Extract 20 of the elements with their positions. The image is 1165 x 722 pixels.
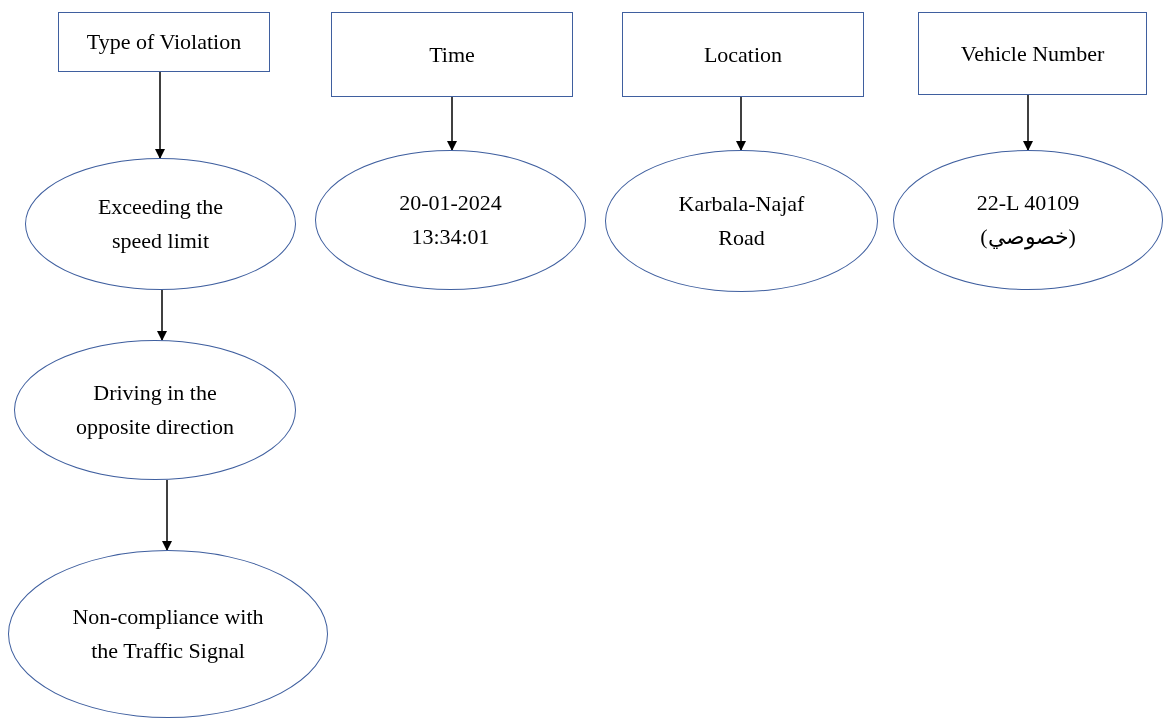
node-text: Location (703, 40, 783, 69)
arrow (155, 71, 165, 159)
node-text: Driving in the opposite direction (74, 379, 236, 441)
arrow (157, 289, 167, 341)
header-box (58, 12, 270, 72)
node-text: Time (429, 40, 475, 69)
node-text: Exceeding the speed limit (96, 193, 225, 255)
arrow (447, 96, 457, 151)
node-text: Type of Violation (86, 28, 242, 56)
arrow (1023, 94, 1033, 151)
node-text: Karbala-Najaf Road (677, 190, 806, 252)
node-text: 22-L 40109 (خصوصي) (975, 189, 1081, 252)
node-text: Non-compliance with the Traffic Signal (71, 603, 265, 665)
header-box (622, 12, 864, 97)
arrow (162, 479, 172, 551)
header-box (331, 12, 573, 97)
node-text: Vehicle Number (960, 39, 1105, 68)
header-box (918, 12, 1147, 95)
arrow (736, 96, 746, 151)
node-text: 20-01-2024 13:34:01 (398, 189, 503, 251)
